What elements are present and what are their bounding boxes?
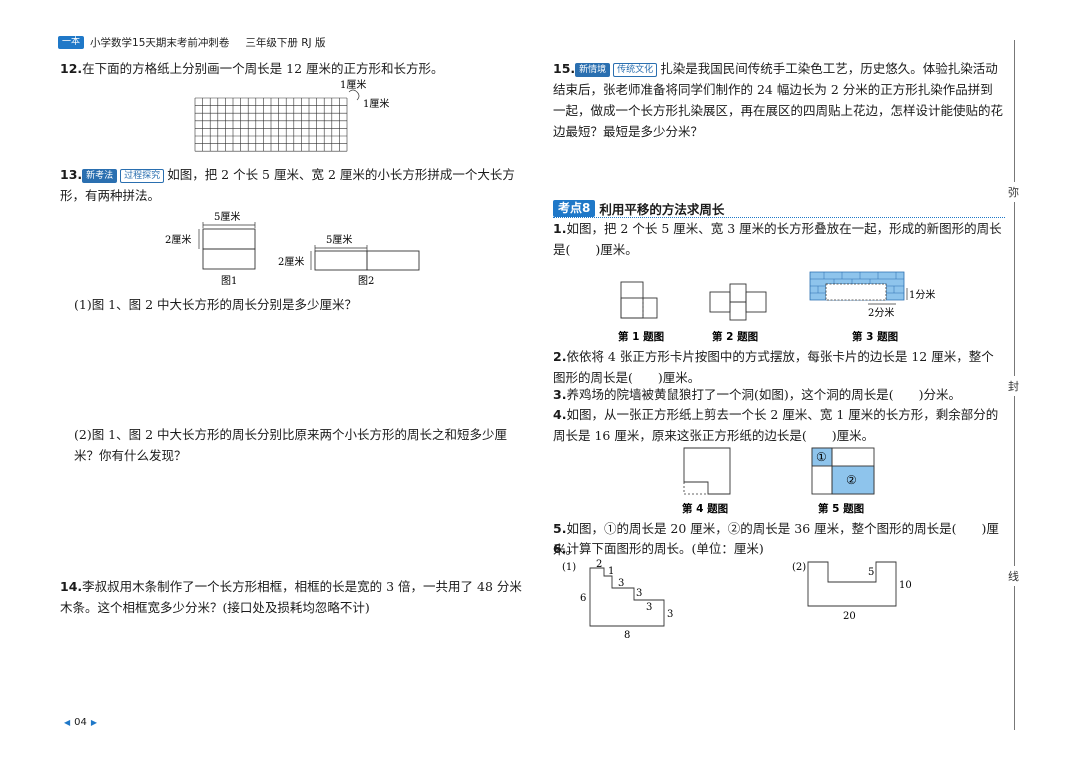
fig2-top-label: 5厘米 bbox=[326, 233, 352, 246]
header-grade: 三年级下册 RJ 版 bbox=[245, 36, 326, 49]
question-text: 如图，把 2 个长 5 厘米、宽 2 厘米的小长方形拼成一个大长方形，有两种拼法… bbox=[60, 167, 515, 203]
label-2dm: 2分米 bbox=[868, 306, 894, 319]
header-title: 小学数学15天期末考前冲刺卷 bbox=[90, 36, 230, 49]
svg-text:5: 5 bbox=[868, 567, 874, 578]
section-badge: 考点8 bbox=[553, 200, 596, 217]
section-q3: 3.养鸡场的院墙被黄鼠狼打了一个洞(如图)，这个洞的周长是( )分米。 bbox=[553, 387, 961, 402]
fig6b-label: (2) bbox=[792, 562, 806, 573]
question-13-sub1: (1)图 1、图 2 中大长方形的周长分别是多少厘米？ bbox=[74, 297, 358, 312]
fig6a-shape bbox=[589, 567, 665, 627]
grid-paper: 1厘米 1厘米 bbox=[194, 78, 389, 152]
fig2-shape bbox=[709, 283, 767, 321]
fig6a-label: (1) bbox=[562, 562, 576, 573]
fig5-region-2 bbox=[831, 465, 875, 495]
svg-text:6: 6 bbox=[580, 593, 586, 604]
fig1-top-label: 5厘米 bbox=[214, 210, 240, 223]
figure-13: 5厘米 2厘米 图1 5厘米 2厘米 图2 bbox=[165, 210, 420, 287]
section-q5: 5.如图，①的周长是 20 厘米，②的周长是 36 厘米，整个图形的周长是( )… bbox=[553, 521, 999, 557]
section-q2: 2.依依将 4 张正方形卡片按图中的方式摆放，每张卡片的边长是 12 厘米，整个… bbox=[553, 349, 994, 385]
figure-6: (1) 2 1 3 3 3 3 6 8 (2) 5 10 20 bbox=[562, 559, 912, 641]
question-13-sub2: (2)图 1、图 2 中大长方形的周长分别比原来两个小长方形的周长之和短多少厘米… bbox=[74, 427, 508, 463]
fig2-side-label: 2厘米 bbox=[278, 255, 304, 268]
cap-1: 第 1 题图 bbox=[618, 330, 664, 343]
mark-1: ① bbox=[816, 450, 827, 464]
svg-text:3: 3 bbox=[667, 609, 673, 620]
mark-2: ② bbox=[846, 473, 857, 487]
cap-3: 第 3 题图 bbox=[852, 330, 898, 343]
fig1-side-label: 2厘米 bbox=[165, 233, 191, 246]
unit-label-top: 1厘米 bbox=[340, 78, 366, 91]
fig1-caption: 图1 bbox=[221, 275, 237, 287]
tag-new-context: 新情境 bbox=[575, 63, 611, 77]
label-1dm: 1分米 bbox=[909, 288, 935, 301]
figure-row-2: 第 4 题图 ① ② 第 5 题图 bbox=[682, 447, 875, 515]
svg-text:2: 2 bbox=[596, 559, 602, 570]
question-text: 扎染是我国民间传统手工染色工艺，历史悠久。体验扎染活动结束后，张老师准备将同学们… bbox=[553, 61, 1004, 139]
binding-char-1: 弥 bbox=[1008, 182, 1019, 202]
fig2-caption: 图2 bbox=[358, 275, 374, 287]
section-header: 考点8 利用平移的方法求周长 bbox=[553, 200, 1005, 218]
section-q1: 1.如图，把 2 个长 5 厘米、宽 3 厘米的长方形叠放在一起，形成的新图形的… bbox=[553, 221, 1002, 257]
tag-new-method: 新考法 bbox=[82, 169, 118, 183]
question-text: 李叔叔用木条制作了一个长方形相框，相框的长是宽的 3 倍，一共用了 48 分米木… bbox=[60, 579, 522, 615]
header-badge: 一本 bbox=[58, 35, 85, 49]
tag-culture: 传统文化 bbox=[613, 63, 658, 77]
svg-text:8: 8 bbox=[624, 630, 630, 641]
question-number: 15. bbox=[553, 61, 576, 76]
fig4-shape bbox=[683, 447, 731, 495]
figure-row-1: 第 1 题图 第 2 题图 1分米 2分米 第 3 题图 bbox=[618, 271, 935, 343]
cap-4: 第 4 题图 bbox=[682, 502, 728, 515]
fig6b-shape bbox=[807, 561, 897, 607]
unit-label-side: 1厘米 bbox=[363, 97, 389, 110]
cap-2: 第 2 题图 bbox=[712, 330, 758, 343]
tag-process: 过程探究 bbox=[120, 169, 165, 183]
section-q4: 4.如图，从一张正方形纸上剪去一个长 2 厘米、宽 1 厘米的长方形，剩余部分的… bbox=[553, 407, 999, 443]
svg-text:10: 10 bbox=[899, 580, 912, 591]
question-12: 12.在下面的方格纸上分别画一个周长是 12 厘米的正方形和长方形。 bbox=[60, 58, 530, 79]
question-14: 14.李叔叔用木条制作了一个长方形相框，相框的长是宽的 3 倍，一共用了 48 … bbox=[60, 576, 525, 618]
svg-text:1: 1 bbox=[608, 566, 614, 577]
cap-5: 第 5 题图 bbox=[818, 502, 864, 515]
fig1-shape bbox=[620, 281, 658, 319]
binding-char-2: 封 bbox=[1008, 376, 1019, 396]
question-number: 14. bbox=[60, 579, 83, 594]
page-prev-icon: ◀ bbox=[64, 718, 71, 727]
section-q6: 6.计算下面图形的周长。(单位：厘米) bbox=[553, 541, 764, 556]
svg-text:3: 3 bbox=[618, 578, 624, 589]
page-next-icon: ▶ bbox=[90, 718, 98, 727]
binding-char-3: 线 bbox=[1008, 566, 1019, 586]
svg-text:20: 20 bbox=[843, 611, 856, 622]
question-13: 13.新考法过程探究如图，把 2 个长 5 厘米、宽 2 厘米的小长方形拼成一个… bbox=[60, 164, 530, 206]
question-text: 在下面的方格纸上分别画一个周长是 12 厘米的正方形和长方形。 bbox=[82, 61, 444, 76]
svg-text:3: 3 bbox=[636, 588, 642, 599]
header: 一本 小学数学15天期末考前冲刺卷 三年级下册 RJ 版 bbox=[58, 34, 325, 50]
question-number: 13. bbox=[60, 167, 83, 182]
page-number: ◀ 04 ▶ bbox=[64, 717, 98, 728]
question-number: 12. bbox=[60, 61, 83, 76]
svg-text:3: 3 bbox=[646, 602, 652, 613]
section-title: 利用平移的方法求周长 bbox=[599, 202, 725, 217]
question-15: 15.新情境传统文化扎染是我国民间传统手工染色工艺，历史悠久。体验扎染活动结束后… bbox=[553, 58, 1005, 142]
